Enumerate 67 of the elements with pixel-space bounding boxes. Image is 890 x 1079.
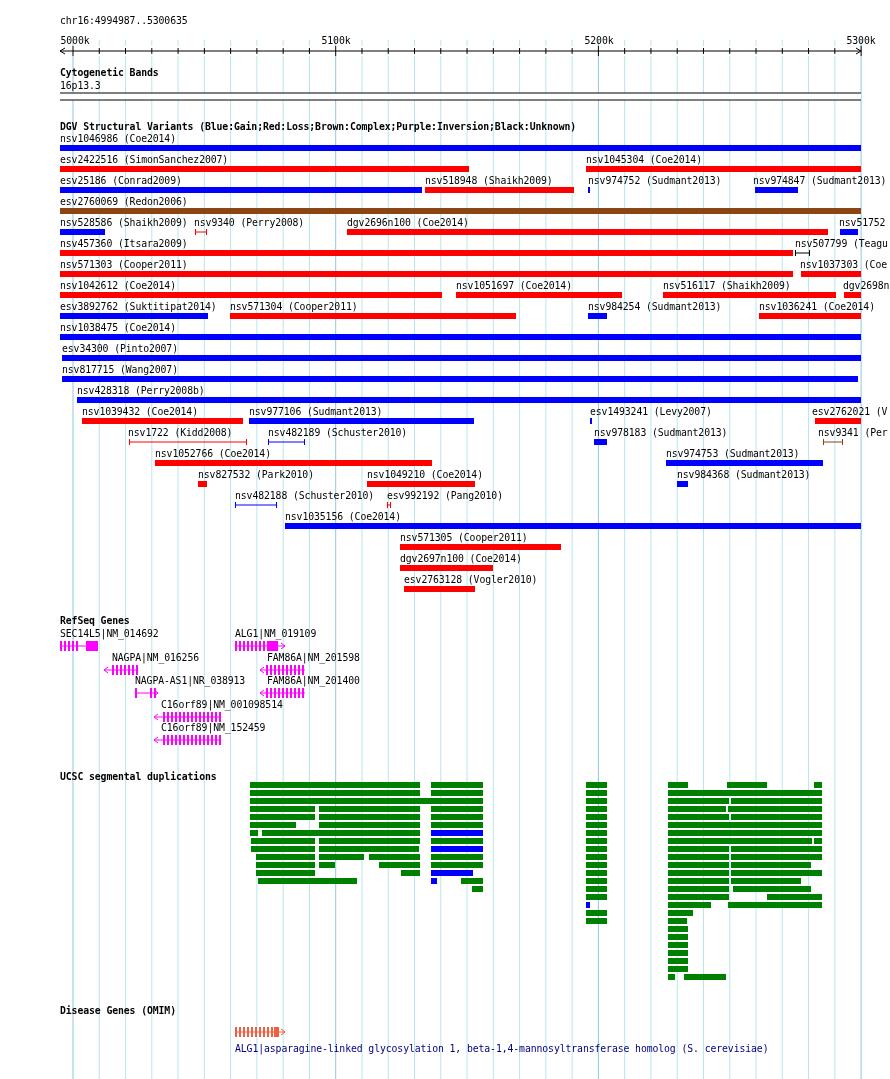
variant-label: nsv1052766 (Coe2014) — [155, 448, 271, 460]
variant-label: nsv9340 (Perry2008) — [194, 217, 305, 229]
variant-label: esv1493241 (Levy2007) — [590, 406, 712, 418]
variant-label: nsv1046986 (Coe2014) — [60, 133, 176, 145]
scale-label: 5100k — [321, 35, 351, 47]
scale-label: 5200k — [584, 35, 614, 47]
variant-label: nsv974753 (Sudmant2013) — [666, 448, 800, 460]
variant-label: nsv428318 (Perry2008b) — [77, 385, 205, 397]
variant-label: nsv1045304 (Coe2014) — [586, 154, 702, 166]
gene-label: FAM86A|NM_201598 — [267, 652, 360, 664]
variant-label: nsv507799 (Teagu — [795, 238, 888, 250]
variant-label: dgv2698n — [843, 280, 890, 292]
variant-label: esv992192 (Pang2010) — [387, 490, 503, 502]
variant-label: nsv1035156 (Coe2014) — [285, 511, 401, 523]
variant-label: nsv984254 (Sudmant2013) — [588, 301, 722, 313]
gene-label: FAM86A|NM_201400 — [267, 675, 360, 687]
variant-label: nsv528586 (Shaikh2009) — [60, 217, 188, 229]
variant-label: nsv974752 (Sudmant2013) — [588, 175, 722, 187]
variant-label: esv2763128 (Vogler2010) — [404, 574, 538, 586]
scale-label: 5300k — [846, 35, 876, 47]
variant-label: nsv518948 (Shaikh2009) — [425, 175, 553, 187]
track-title: Disease Genes (OMIM) — [60, 1005, 176, 1017]
variant-label: nsv571304 (Cooper2011) — [230, 301, 358, 313]
variant-label: nsv827532 (Park2010) — [198, 469, 314, 481]
variant-label: esv2422516 (SimonSanchez2007) — [60, 154, 229, 166]
variant-label: nsv51752 — [839, 217, 886, 229]
variant-label: esv2762021 (V — [812, 406, 888, 418]
gene-label: C16orf89|NM_001098514 — [161, 699, 283, 711]
variant-label: nsv1037303 (Coe — [800, 259, 887, 271]
variant-label: nsv1051697 (Coe2014) — [456, 280, 572, 292]
variant-label: esv34300 (Pinto2007) — [62, 343, 178, 355]
gene-label: SEC14L5|NM_014692 — [60, 628, 159, 640]
variant-label: nsv977106 (Sudmant2013) — [249, 406, 383, 418]
gene-label: NAGPA-AS1|NR_038913 — [135, 675, 246, 687]
variant-label: nsv1722 (Kidd2008) — [128, 427, 233, 439]
variant-label: nsv1038475 (Coe2014) — [60, 322, 176, 334]
gene-label: ALG1|NM_019109 — [235, 628, 317, 640]
variant-label: dgv2696n100 (Coe2014) — [347, 217, 469, 229]
variant-label: nsv9341 (Per — [818, 427, 888, 439]
scale-label: 5000k — [60, 35, 90, 47]
track-title: UCSC segmental duplications — [60, 771, 217, 783]
variant-label: nsv978183 (Sudmant2013) — [594, 427, 728, 439]
band-label: 16p13.3 — [60, 80, 101, 92]
variant-label: nsv984368 (Sudmant2013) — [677, 469, 811, 481]
variant-label: nsv457360 (Itsara2009) — [60, 238, 188, 250]
variant-label: nsv974847 (Sudmant2013) — [753, 175, 887, 187]
variant-label: dgv2697n100 (Coe2014) — [400, 553, 522, 565]
variant-label: esv2760069 (Redon2006) — [60, 196, 188, 208]
track-title: RefSeq Genes — [60, 615, 130, 627]
variant-label: nsv817715 (Wang2007) — [62, 364, 178, 376]
variant-label: nsv1036241 (Coe2014) — [759, 301, 875, 313]
disease-gene-label: ALG1|asparagine-linked glycosylation 1, beta-1,4-mannosyltransferase homolog (S. cerevisiae) — [235, 1043, 769, 1055]
variant-label: esv25186 (Conrad2009) — [60, 175, 182, 187]
variant-label: esv3892762 (Suktitipat2014) — [60, 301, 217, 313]
gene-label: C16orf89|NM_152459 — [161, 722, 266, 734]
track-title: Cytogenetic Bands — [60, 67, 159, 79]
variant-label: nsv1049210 (Coe2014) — [367, 469, 483, 481]
variant-label: nsv571305 (Cooper2011) — [400, 532, 528, 544]
variant-label: nsv1039432 (Coe2014) — [82, 406, 198, 418]
variant-label: nsv516117 (Shaikh2009) — [663, 280, 791, 292]
variant-label: nsv482188 (Schuster2010) — [235, 490, 375, 502]
variant-label: nsv571303 (Cooper2011) — [60, 259, 188, 271]
gene-label: NAGPA|NM_016256 — [112, 652, 199, 664]
track-title: DGV Structural Variants (Blue:Gain;Red:Loss;Brown:Complex;Purple:Inversion;Black:Unknown) — [60, 121, 577, 133]
variant-label: nsv482189 (Schuster2010) — [268, 427, 408, 439]
coordinate-range: chr16:4994987..5300635 — [60, 15, 188, 27]
variant-label: nsv1042612 (Coe2014) — [60, 280, 176, 292]
